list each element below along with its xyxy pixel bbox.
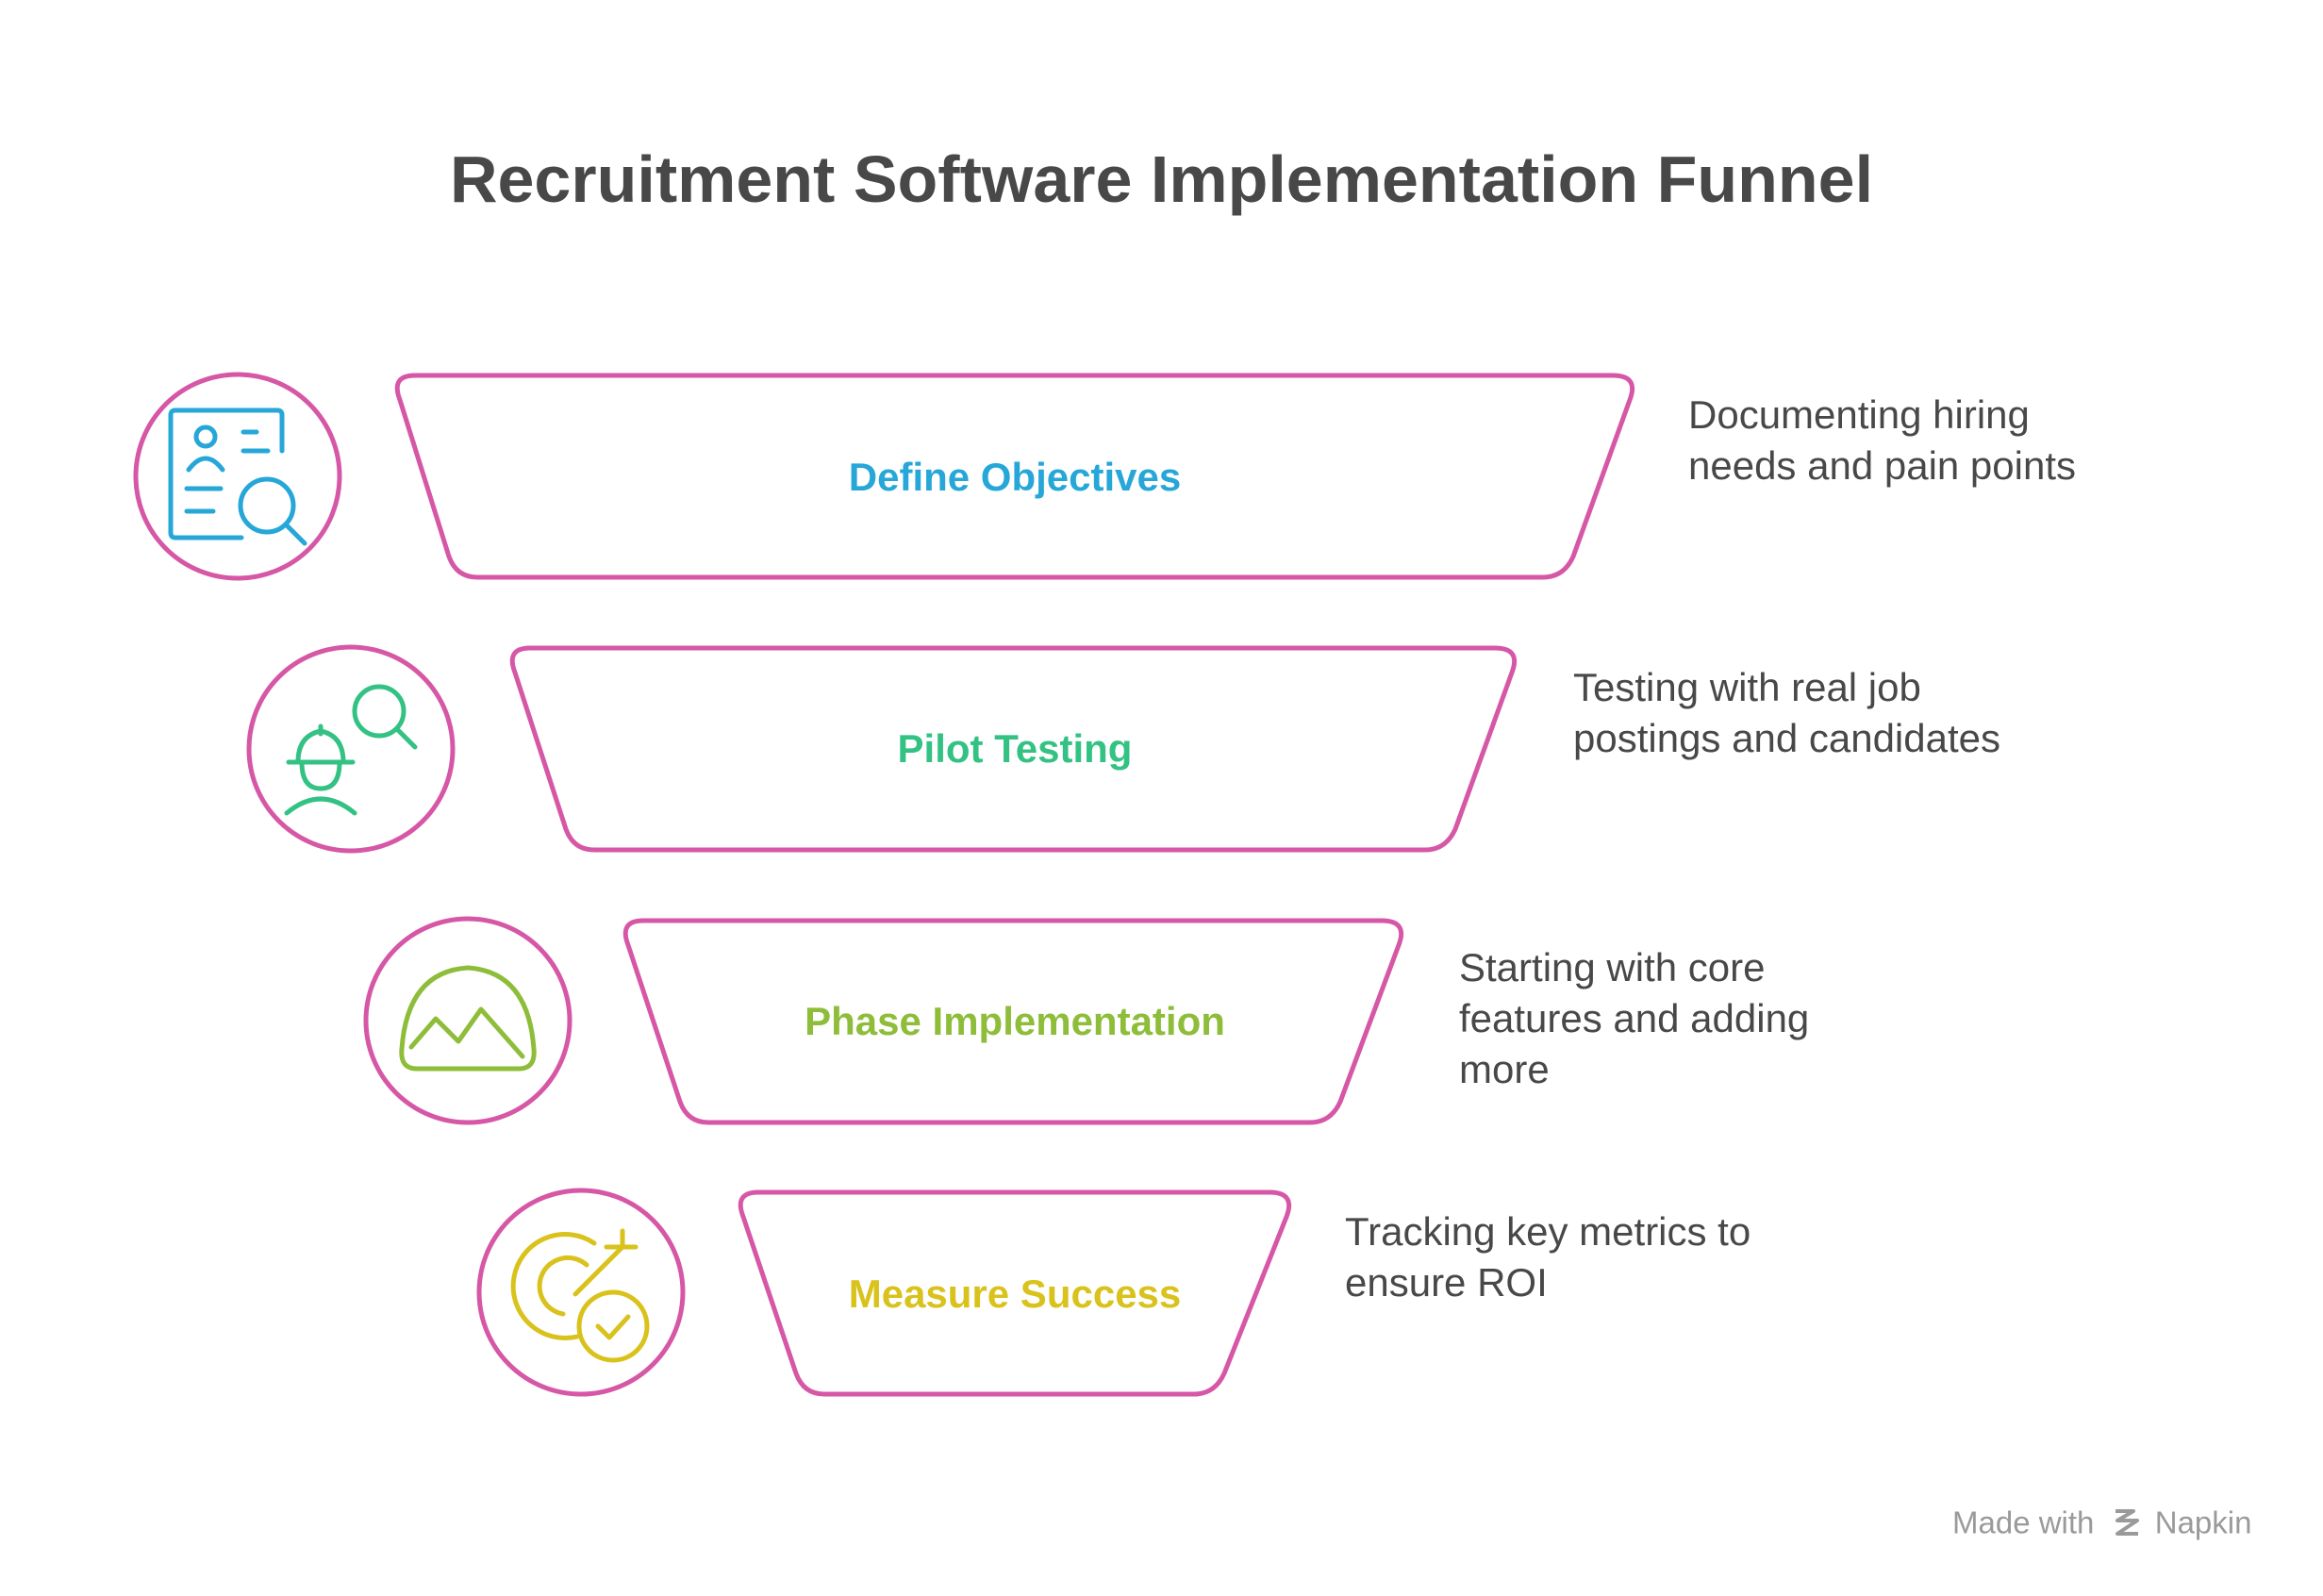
stage-description-2: Testing with real job postings and candi… bbox=[1573, 665, 2000, 760]
funnel-stage-define-objectives: Define Objectives bbox=[133, 372, 1635, 581]
worker-search-icon bbox=[246, 644, 456, 854]
funnel-stage-pilot-testing: Pilot Testing bbox=[246, 644, 1518, 854]
funnel-band bbox=[622, 918, 1404, 1125]
stage-description-1: Documenting hiring needs and pain points bbox=[1688, 392, 2076, 488]
funnel-stage-measure-success: Measure Success bbox=[476, 1188, 1292, 1397]
stage-description-4: Tracking key metrics to ensure ROI bbox=[1345, 1209, 1751, 1305]
target-check-icon bbox=[476, 1188, 686, 1397]
funnel-band bbox=[394, 373, 1635, 580]
mountain-dome-icon bbox=[363, 916, 572, 1125]
napkin-logo-icon bbox=[2115, 1509, 2139, 1537]
funnel-band bbox=[738, 1189, 1292, 1397]
stage-description-3: Starting with core features and adding m… bbox=[1459, 945, 1810, 1091]
candidate-profile-search-icon bbox=[133, 372, 342, 581]
stage-label: Define Objectives bbox=[849, 455, 1181, 499]
made-with-napkin-badge[interactable]: Made with Napkin bbox=[1952, 1505, 2252, 1540]
stage-label: Pilot Testing bbox=[898, 726, 1133, 771]
stage-label: Phase Implementation bbox=[805, 999, 1225, 1043]
funnel-band bbox=[509, 645, 1518, 853]
stage-label: Measure Success bbox=[849, 1272, 1182, 1316]
page-title: Recruitment Software Implementation Funn… bbox=[449, 142, 1874, 216]
funnel-stage-phase-implementation: Phase Implementation bbox=[363, 916, 1404, 1125]
